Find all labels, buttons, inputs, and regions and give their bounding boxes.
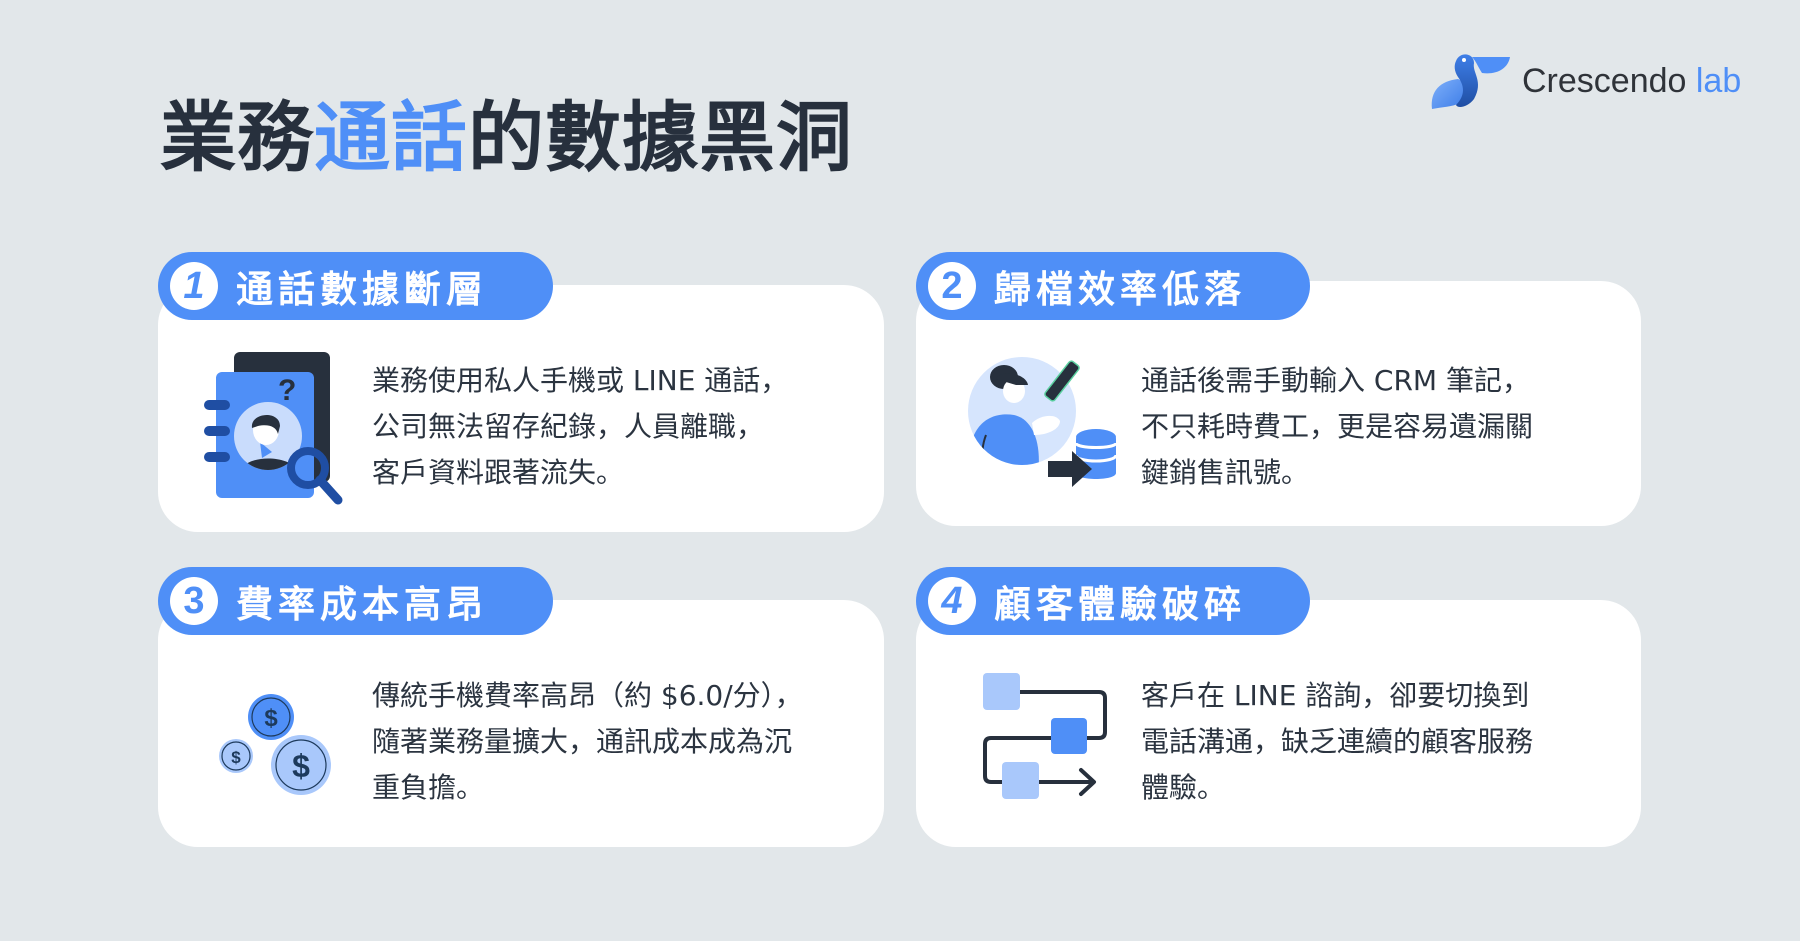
svg-text:$: $ [231,748,241,767]
card-1-header: 1 通話數據斷層 [158,252,553,320]
description-line: 隨著業務量擴大，通訊成本成為沉 [372,725,793,758]
card-broken-experience [916,600,1641,847]
description-line: 客戶資料跟著流失。 [372,456,625,489]
description-line: 不只耗時費工，更是容易遺漏關 [1141,410,1534,443]
description-line: 業務使用私人手機或 LINE 通話， [372,364,789,397]
card-4-header: 4 顧客體驗破碎 [916,567,1310,635]
card-description: 傳統手機費率高昂（約 $6.0/分）， 隨著業務量擴大，通訊成本成為沉 重負擔。 [372,673,803,811]
card-3-header: 3 費率成本高昂 [158,567,553,635]
brand-name-main: Crescendo [1522,61,1687,100]
description-line: 傳統手機費率高昂（約 $6.0/分）， [372,679,803,712]
page-title: 業務通話的數據黑洞 [160,92,853,183]
title-part1: 業務 [160,93,314,182]
description-line: 通話後需手動輸入 CRM 筆記， [1141,364,1530,397]
broken-flow-icon [983,673,1107,799]
title-highlight: 通話 [314,93,468,182]
person-phone-database-icon [968,357,1118,487]
card-description: 通話後需手動輸入 CRM 筆記， 不只耗時費工，更是容易遺漏關 鍵銷售訊號。 [1141,358,1533,496]
number-badge: 4 [928,577,976,625]
card-title: 費率成本高昂 [236,583,488,626]
number-badge: 2 [928,262,976,310]
card-title: 歸檔效率低落 [994,268,1246,311]
description-line: 電話溝通，缺乏連續的顧客服務 [1141,725,1534,758]
description-line: 客戶在 LINE 諮詢，卻要切換到 [1141,679,1530,712]
brand-name-suffix: lab [1695,61,1742,100]
title-part2: 的數據黑洞 [468,93,853,182]
card-description: 業務使用私人手機或 LINE 通話， 公司無法留存紀錄，人員離職， 客戶資料跟著… [372,358,788,496]
svg-text:$: $ [292,748,310,784]
card-title: 通話數據斷層 [236,268,488,311]
coins-dollar-icon: $ $ $ [219,694,331,795]
card-title: 顧客體驗破碎 [994,583,1246,626]
number-badge: 1 [170,262,218,310]
description-line: 公司無法留存紀錄，人員離職， [372,410,765,443]
description-line: 重負擔。 [372,771,485,804]
brand-name: Crescendo lab [1522,62,1741,101]
card-description: 客戶在 LINE 諮詢，卻要切換到 電話溝通，缺乏連續的顧客服務 體驗。 [1141,673,1533,811]
description-line: 鍵銷售訊號。 [1141,456,1310,489]
brand-logo: Crescendo lab [1430,50,1741,112]
card-2-header: 2 歸檔效率低落 [916,252,1310,320]
number-badge: 3 [170,577,218,625]
pelican-logo-icon [1431,54,1510,109]
svg-text:?: ? [278,374,296,407]
svg-text:$: $ [264,705,278,732]
contact-book-search-icon: ? [204,352,343,505]
description-line: 體驗。 [1141,771,1226,804]
